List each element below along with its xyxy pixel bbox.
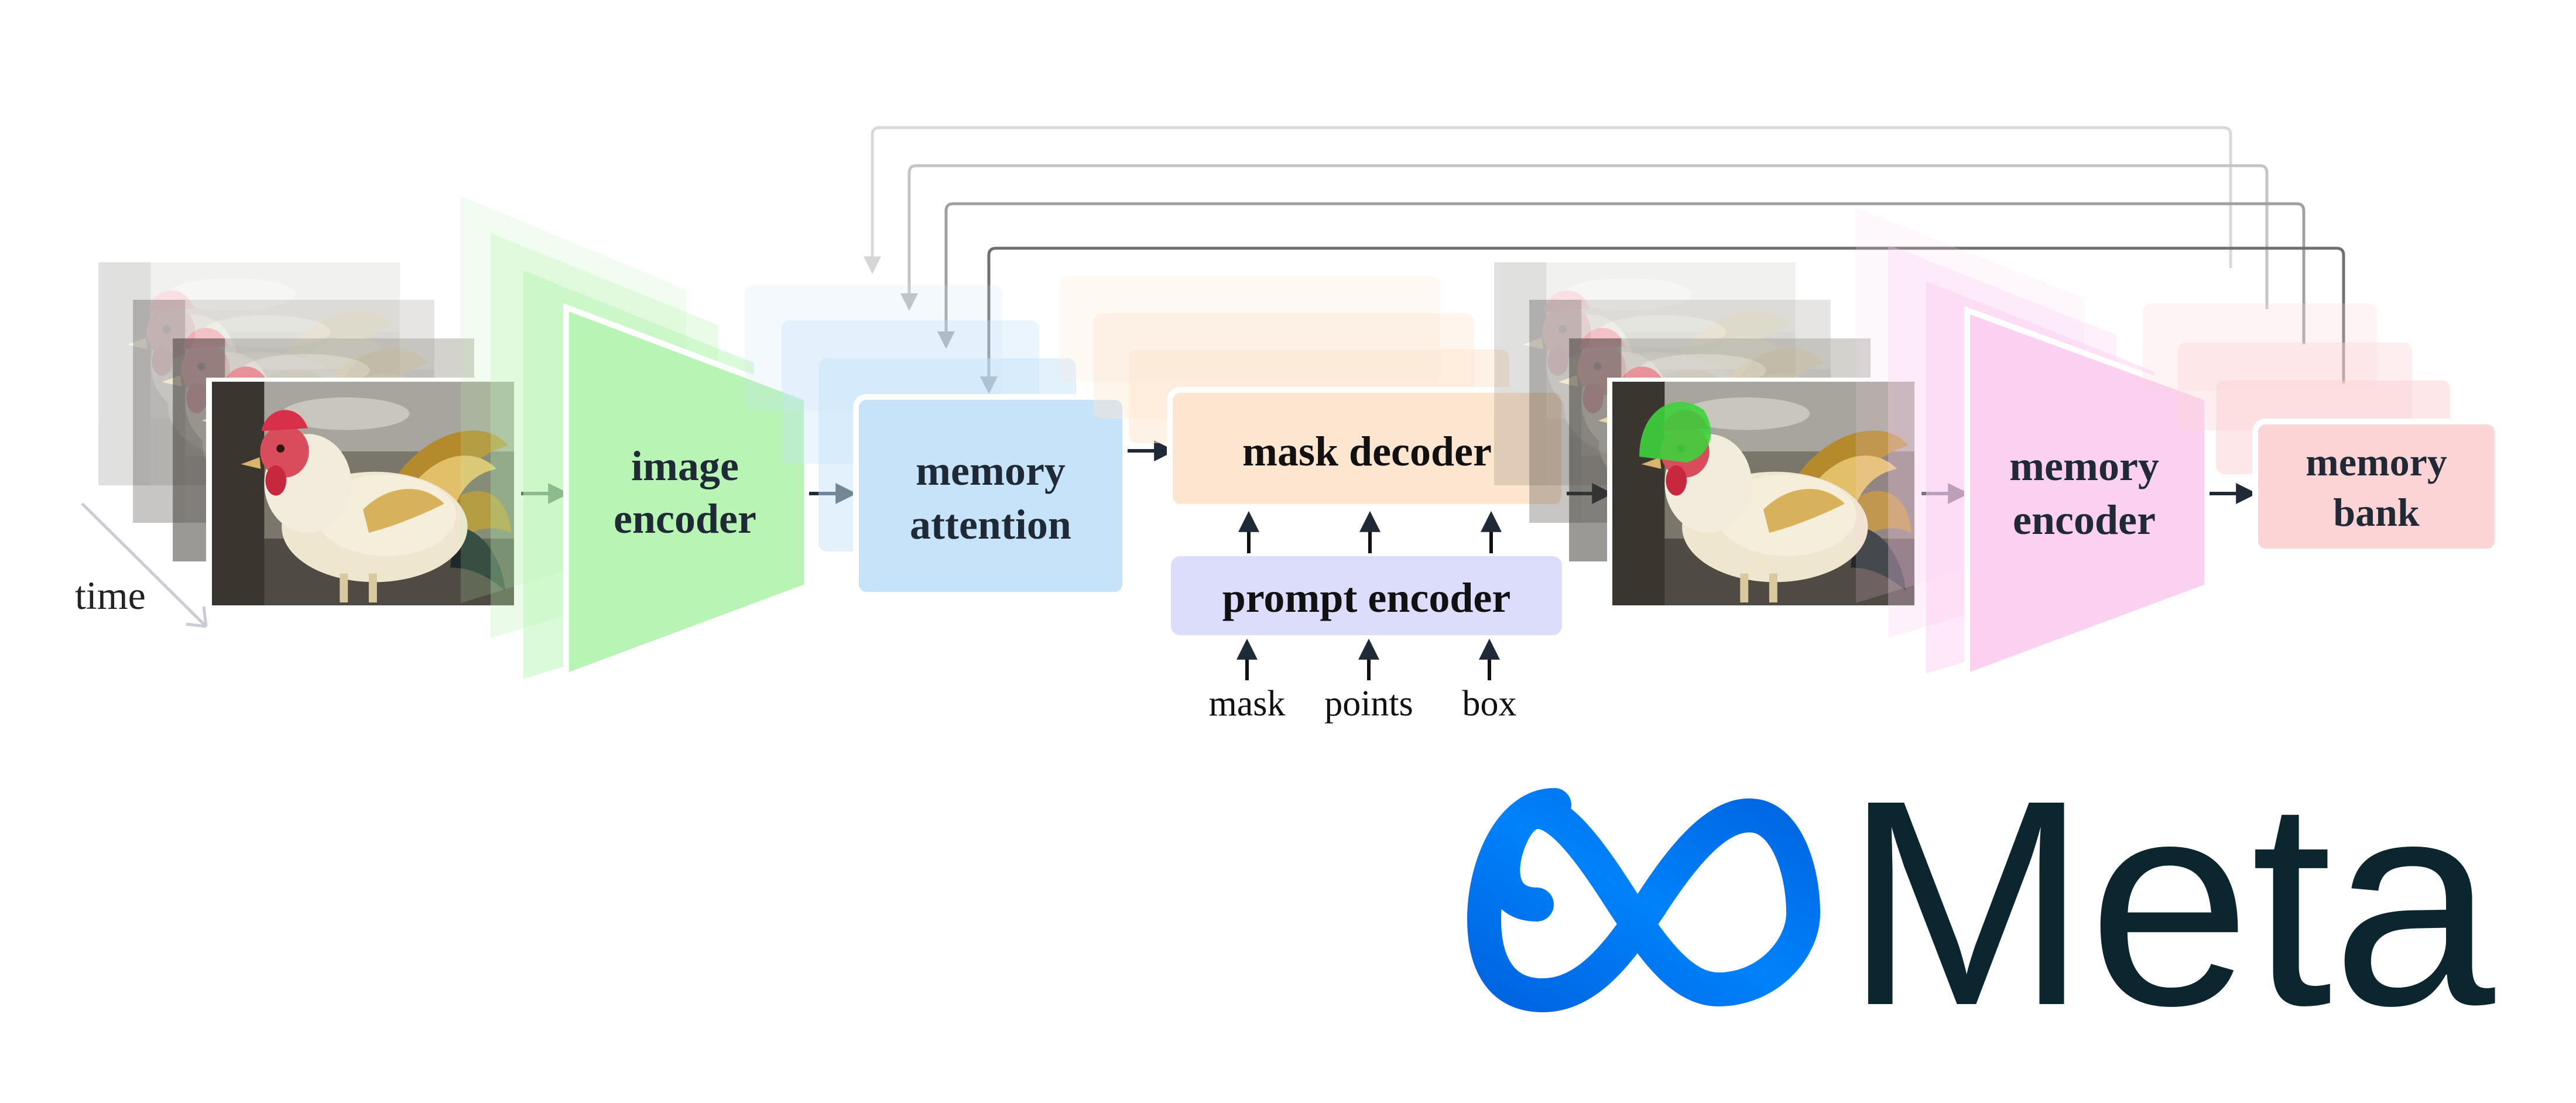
time-axis: time <box>75 502 208 628</box>
prompt-input-arrows <box>1236 638 1500 680</box>
memory-bank-label-line2: bank <box>2333 490 2420 535</box>
memory-attention-block <box>853 394 1128 598</box>
memory-attention-label-line1: memory <box>916 447 1066 494</box>
mask-decoder-label: mask decoder <box>1242 428 1492 475</box>
image-encoder-stack: image encoder <box>461 196 810 681</box>
prompt-encoder-label: prompt encoder <box>1222 574 1511 621</box>
feedback-arrow-1 <box>864 126 2232 274</box>
mask-decoder-stack: mask decoder <box>1060 276 1567 510</box>
memory-bank-label-line1: memory <box>2306 440 2447 484</box>
prompt-to-decoder-arrows <box>1238 511 1502 553</box>
feedback-arrow-4 <box>980 246 2345 394</box>
prompt-input-box: box <box>1462 684 1517 724</box>
segmentation-mask-overlay <box>1639 402 1711 463</box>
input-frames <box>98 262 518 608</box>
memory-feedback-arrows <box>864 126 2345 394</box>
memory-attention-label-line2: attention <box>910 501 1071 548</box>
prompt-inputs: mask points box <box>1209 684 1517 724</box>
prompt-encoder: prompt encoder <box>1171 556 1562 635</box>
time-label: time <box>75 573 146 618</box>
meta-logo: Meta <box>1467 739 2497 1066</box>
memory-bank-stack: memory bank <box>2143 303 2500 554</box>
memory-encoder-block <box>1964 306 2210 681</box>
meta-infinity-icon <box>1467 788 1820 1012</box>
image-encoder-label-line1: image <box>631 443 739 489</box>
memory-encoder-label-line2: encoder <box>2013 496 2156 543</box>
prompt-input-mask: mask <box>1209 684 1286 724</box>
image-encoder-block <box>563 303 810 681</box>
output-frames <box>1494 262 1919 608</box>
memory-encoder-label-line1: memory <box>2009 443 2159 489</box>
prompt-input-points: points <box>1324 684 1413 724</box>
meta-wordmark: Meta <box>1844 739 2497 1066</box>
memory-bank-block <box>2252 419 2500 554</box>
image-encoder-label-line2: encoder <box>614 495 756 542</box>
memory-attention-stack: memory attention <box>745 285 1128 598</box>
feedback-arrow-2 <box>900 164 2269 311</box>
feedback-arrow-3 <box>937 202 2306 349</box>
memory-encoder-stack: memory encoder <box>1856 208 2210 681</box>
prompt-encoder-block <box>1171 556 1562 635</box>
